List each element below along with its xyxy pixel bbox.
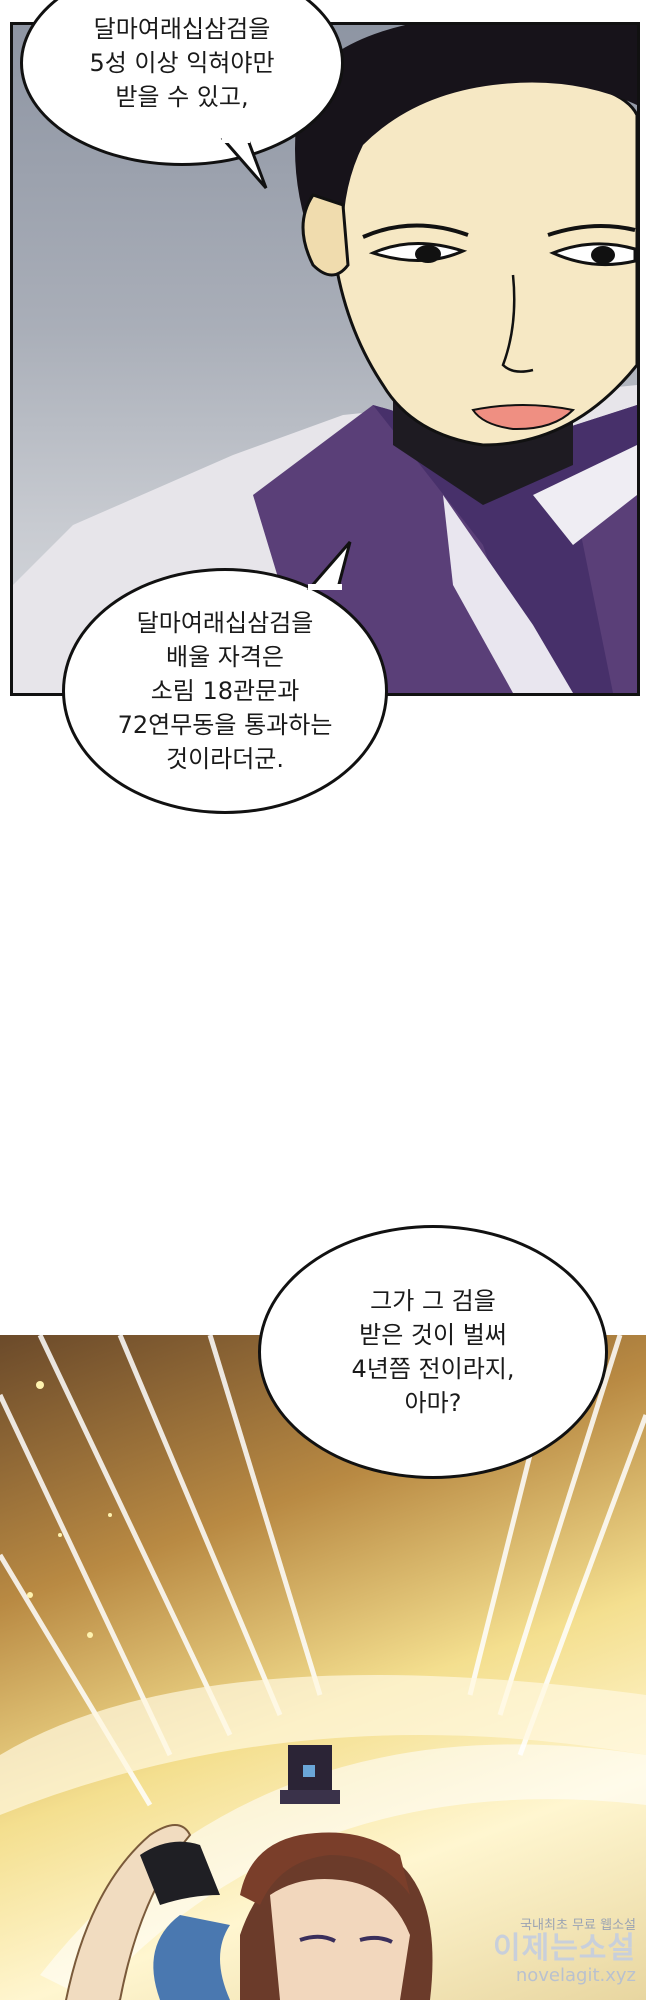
bubble-1-line-1: 달마여래십삼검을 xyxy=(93,15,271,43)
hair xyxy=(295,25,637,245)
bubble-2-line-4: 72연무동을 통과하는 xyxy=(117,711,333,739)
action-illustration xyxy=(0,1335,646,2000)
bubble-1-line-2: 5성 이상 익혀야만 xyxy=(89,49,275,77)
bubble-3-line-3: 4년쯤 전이라지, xyxy=(351,1355,515,1383)
bubble-1-line-3: 받을 수 있고, xyxy=(115,83,249,111)
bubble-3-line-1: 그가 그 검을 xyxy=(370,1287,496,1315)
watermark: 국내최초 무료 웹소설 이제는소설 novelagit.xyz xyxy=(493,1914,636,1986)
watermark-logo: 이제는소설 xyxy=(493,1931,636,1966)
watermark-url: novelagit.xyz xyxy=(515,1965,636,1986)
speech-tail-1 xyxy=(220,138,268,189)
bubble-2-line-2: 배울 자격은 xyxy=(165,643,285,671)
speech-bubble-1: 달마여래십삼검을 5성 이상 익혀야만 받을 수 있고, xyxy=(20,0,344,166)
bubble-2-line-3: 소림 18관문과 xyxy=(150,677,300,705)
speech-tail-2 xyxy=(306,541,352,590)
bubble-2-line-5: 것이라더군. xyxy=(165,745,285,773)
watermark-tagline: 국내최초 무료 웹소설 xyxy=(520,1918,636,1933)
bubble-3-line-2: 받은 것이 벌써 xyxy=(359,1321,507,1349)
speech-bubble-2: 달마여래십삼검을 배울 자격은 소림 18관문과 72연무동을 통과하는 것이라… xyxy=(62,568,388,814)
speech-bubble-3: 그가 그 검을 받은 것이 벌써 4년쯤 전이라지, 아마? xyxy=(258,1225,608,1479)
bubble-3-line-4: 아마? xyxy=(404,1389,462,1417)
bubble-2-line-1: 달마여래십삼검을 xyxy=(136,609,314,637)
